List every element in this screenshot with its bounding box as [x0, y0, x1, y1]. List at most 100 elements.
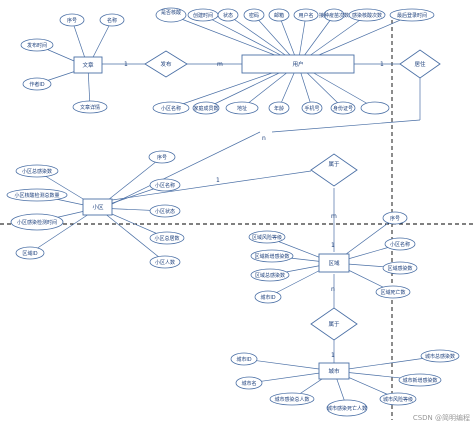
- relationship-publish[interactable]: 发布: [144, 50, 188, 78]
- svg-text:序号: 序号: [157, 154, 167, 161]
- attr-city-new-infected[interactable]: 城市新增感染数: [398, 373, 442, 387]
- attr-community-test-time[interactable]: 小区感染检测时间: [10, 213, 64, 231]
- card-reside-top: n: [262, 135, 266, 142]
- card-belong2-bottom: 1: [331, 352, 335, 359]
- svg-text:城市ID: 城市ID: [236, 356, 251, 363]
- svg-text:城市风险等级: 城市风险等级: [383, 396, 413, 403]
- svg-text:区域总感染数: 区域总感染数: [255, 272, 285, 279]
- attr-user-age[interactable]: 手机号: [301, 101, 323, 115]
- svg-text:文章: 文章: [82, 61, 94, 69]
- attr-city-risk-level[interactable]: 城市风险等级: [379, 392, 417, 406]
- attr-user-infection-count[interactable]: 最后登录时间: [389, 8, 435, 22]
- svg-text:小区人数: 小区人数: [155, 259, 175, 266]
- svg-text:城市感染死亡人数: 城市感染死亡人数: [327, 405, 367, 412]
- attr-community-status[interactable]: 小区状态: [149, 204, 181, 218]
- relationship-belong-city[interactable]: 属于: [310, 307, 358, 341]
- attr-user-password[interactable]: 密码: [243, 8, 265, 22]
- attr-region-deaths[interactable]: 区域死亡数: [375, 285, 411, 299]
- svg-text:状态: 状态: [223, 12, 233, 19]
- svg-text:创建时间: 创建时间: [193, 12, 213, 19]
- svg-text:区域感染数: 区域感染数: [387, 265, 412, 272]
- svg-text:作者ID: 作者ID: [29, 81, 44, 88]
- attr-region-city-id[interactable]: 城市ID: [254, 290, 282, 304]
- attr-user-address[interactable]: 年龄: [268, 101, 290, 115]
- svg-text:序号: 序号: [390, 215, 400, 222]
- attr-region-name[interactable]: 小区名称: [384, 237, 416, 251]
- svg-text:区域ID: 区域ID: [22, 250, 37, 257]
- svg-text:小区名称: 小区名称: [390, 241, 410, 248]
- svg-text:序号: 序号: [67, 17, 77, 24]
- attr-city-name[interactable]: 城市名: [235, 376, 263, 390]
- svg-text:发布时间: 发布时间: [27, 42, 47, 49]
- entity-article[interactable]: 文章: [73, 56, 103, 74]
- entity-region[interactable]: 区域: [318, 253, 350, 273]
- attr-user-vaccine-count[interactable]: 感染核酸次数: [348, 8, 386, 22]
- attr-user-phone[interactable]: 身份证号: [330, 101, 356, 115]
- svg-text:区域风险等级: 区域风险等级: [252, 234, 282, 241]
- svg-text:密码: 密码: [249, 12, 259, 19]
- svg-text:名称: 名称: [107, 17, 117, 24]
- svg-text:城市感染总人数: 城市感染总人数: [274, 396, 309, 403]
- svg-text:用户: 用户: [292, 60, 303, 68]
- svg-text:用户名: 用户名: [298, 12, 313, 19]
- entity-community[interactable]: 小区: [82, 198, 113, 216]
- svg-text:小区名称: 小区名称: [155, 182, 175, 189]
- svg-text:小区核酸检测总数量: 小区核酸检测总数量: [14, 192, 59, 199]
- attr-community-test-count[interactable]: 小区核酸检测总数量: [6, 188, 68, 202]
- relationship-belong-region[interactable]: 属于: [310, 153, 358, 187]
- attr-community-total-infected[interactable]: 小区总感染数: [15, 164, 59, 178]
- svg-text:小区名称: 小区名称: [161, 105, 181, 112]
- attr-region-seq[interactable]: 序号: [382, 211, 408, 225]
- card-publish-right: m: [217, 61, 223, 68]
- attr-article-id[interactable]: 序号: [59, 13, 85, 27]
- attr-user-id-card[interactable]: [360, 101, 390, 115]
- attr-user-email[interactable]: 邮箱: [268, 8, 290, 22]
- svg-text:小区总居数: 小区总居数: [154, 235, 179, 242]
- attr-article-detail[interactable]: 文章详情: [72, 100, 108, 114]
- attr-community-region-id[interactable]: 区域ID: [15, 246, 45, 260]
- attr-community-name[interactable]: 小区名称: [149, 178, 181, 192]
- entity-city[interactable]: 城市: [318, 362, 350, 380]
- attr-region-new-infected[interactable]: 区域新增感染数: [250, 249, 294, 263]
- attr-city-deaths[interactable]: 城市感染死亡人数: [326, 399, 368, 417]
- relationship-reside[interactable]: 居住: [399, 49, 441, 79]
- attr-article-publish-time[interactable]: 发布时间: [20, 38, 54, 52]
- svg-text:接种疫苗次数: 接种疫苗次数: [319, 12, 349, 19]
- attr-community-seq[interactable]: 序号: [148, 150, 176, 164]
- svg-text:是否核酸: 是否核酸: [161, 9, 181, 16]
- svg-text:年龄: 年龄: [274, 105, 284, 112]
- attr-user-created-time[interactable]: 创建时间: [187, 8, 219, 22]
- attr-city-id[interactable]: 城市ID: [230, 352, 258, 366]
- card-publish-left: 1: [124, 61, 128, 68]
- svg-text:居住: 居住: [414, 60, 426, 68]
- attr-city-total-infected[interactable]: 城市总感染数: [420, 349, 460, 363]
- attr-city-infected-people[interactable]: 城市感染总人数: [269, 392, 315, 406]
- attr-user-community-name[interactable]: 家庭成员数: [192, 101, 220, 115]
- attr-user-username[interactable]: 用户名: [293, 8, 319, 22]
- card-belong2-top: n: [331, 286, 335, 293]
- attr-article-author-id[interactable]: 作者ID: [22, 77, 52, 91]
- attr-user-nucleic-flag[interactable]: 是否核酸: [155, 7, 187, 23]
- attr-region-total-infected[interactable]: 区域总感染数: [250, 268, 290, 282]
- attr-community-households[interactable]: 小区总居数: [149, 231, 185, 245]
- svg-text:邮箱: 邮箱: [274, 12, 284, 19]
- svg-text:身份证号: 身份证号: [333, 105, 353, 112]
- attr-community-population[interactable]: 小区人数: [149, 255, 181, 269]
- svg-text:小区: 小区: [92, 203, 104, 211]
- svg-text:属于: 属于: [328, 161, 340, 168]
- card-belong1-bottom: 1: [331, 242, 335, 249]
- svg-text:地址: 地址: [237, 105, 247, 112]
- attr-user-status[interactable]: 状态: [217, 8, 239, 22]
- svg-text:区域新增感染数: 区域新增感染数: [254, 253, 289, 260]
- attr-article-name[interactable]: 名称: [99, 13, 125, 27]
- card-reside-left: 1: [380, 61, 384, 68]
- attr-region-risk-level[interactable]: 区域风险等级: [248, 230, 286, 244]
- svg-text:家庭成员数: 家庭成员数: [193, 105, 218, 112]
- attr-user-last-login[interactable]: 小区名称: [152, 101, 190, 115]
- svg-text:发布: 发布: [160, 60, 172, 68]
- entity-user[interactable]: 用户: [241, 54, 355, 74]
- attr-user-family-size[interactable]: 地址: [225, 101, 259, 115]
- attr-user-id[interactable]: 接种疫苗次数: [319, 8, 349, 22]
- attr-region-infected[interactable]: 区域感染数: [382, 261, 418, 275]
